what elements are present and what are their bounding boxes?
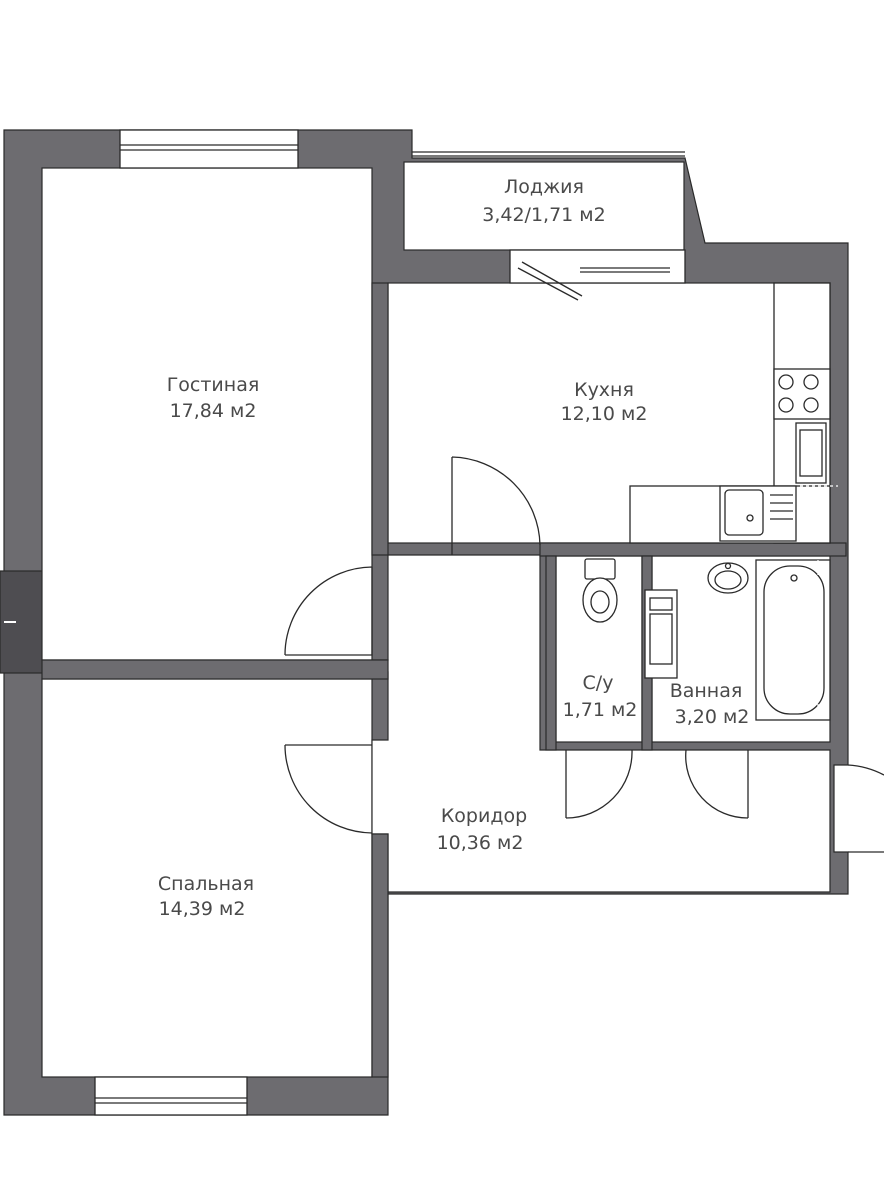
window-loggia-top xyxy=(412,151,685,157)
living-area: 17,84 м2 xyxy=(170,400,257,422)
wc-area: 1,71 м2 xyxy=(563,699,638,721)
loggia-name: Лоджия xyxy=(504,176,584,198)
radiator-icon xyxy=(644,589,678,679)
bathroom-area: 3,20 м2 xyxy=(675,706,750,728)
bathtub-icon xyxy=(755,559,831,721)
loggia-area: 3,42/1,71 м2 xyxy=(482,204,605,226)
door-entrance xyxy=(847,764,884,853)
kitchen-area: 12,10 м2 xyxy=(561,403,648,425)
labels: Лоджия 3,42/1,71 м2 Гостиная 17,84 м2 Ку… xyxy=(158,176,749,920)
corridor-name: Коридор xyxy=(441,805,527,827)
bathroom-fixtures xyxy=(707,485,838,740)
wc-name: С/у xyxy=(583,672,614,694)
balcony-door-leaf xyxy=(517,267,579,301)
door-wc xyxy=(565,749,633,819)
door-living xyxy=(284,566,373,656)
door-kitchen xyxy=(451,456,541,555)
room-living xyxy=(41,167,373,661)
wc-fixtures xyxy=(582,558,678,679)
wall-kitchen-bath xyxy=(539,542,847,557)
kitchen-name: Кухня xyxy=(574,379,634,401)
kitchen-fixtures xyxy=(629,282,831,544)
wall-wc-left xyxy=(545,555,557,751)
wall-bedroom-right xyxy=(371,833,389,1078)
sink-icon xyxy=(719,485,797,542)
bedroom-name: Спальная xyxy=(158,873,254,895)
window-living xyxy=(119,129,299,169)
stove-icon xyxy=(773,368,831,420)
living-name: Гостиная xyxy=(167,374,260,396)
wall-living-bedroom xyxy=(41,659,389,680)
bedroom-area: 14,39 м2 xyxy=(159,898,246,920)
window-bedroom xyxy=(94,1076,248,1116)
bathroom-name: Ванная xyxy=(670,680,743,702)
door-bathroom xyxy=(685,749,749,819)
room-loggia xyxy=(403,161,685,251)
rooms xyxy=(41,161,831,1078)
partitions xyxy=(41,282,847,1078)
corridor-area: 10,36 м2 xyxy=(437,832,524,854)
wall-corridor-left xyxy=(371,282,389,556)
washbasin-icon xyxy=(707,562,749,594)
washing-machine-icon xyxy=(795,422,827,484)
door-bedroom xyxy=(284,744,373,834)
windows xyxy=(94,129,686,1116)
doors xyxy=(284,456,884,853)
window-kitchen xyxy=(509,249,686,301)
toilet-icon xyxy=(582,558,618,623)
